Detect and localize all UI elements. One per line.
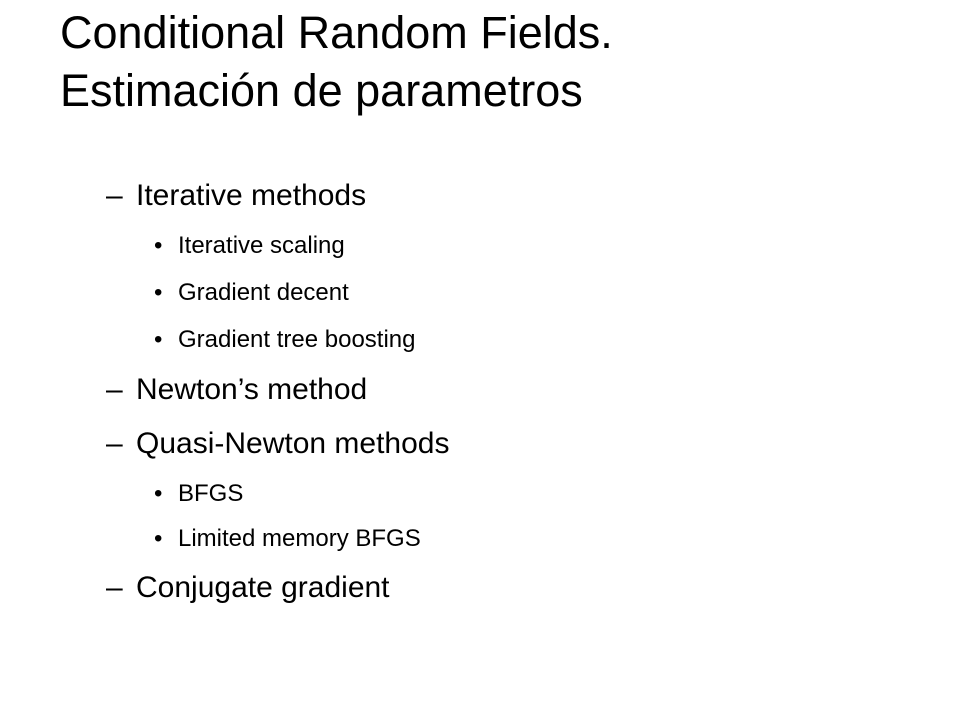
bullet-text: Gradient decent bbox=[178, 279, 349, 306]
bullet-dot-marker: • bbox=[154, 525, 163, 552]
bullet-level1-iterative-methods: –Iterative methods bbox=[106, 178, 366, 214]
bullet-text: Iterative methods bbox=[136, 179, 367, 212]
bullet-text: Iterative scaling bbox=[178, 232, 345, 259]
bullet-text: Limited memory BFGS bbox=[178, 525, 421, 552]
slide-title-line-1: Conditional Random Fields. bbox=[60, 7, 613, 58]
bullet-text: BFGS bbox=[178, 480, 244, 507]
bullet-text: Conjugate gradient bbox=[136, 571, 390, 604]
bullet-level1-conjugate-gradient: –Conjugate gradient bbox=[106, 570, 390, 606]
bullet-level2-limited-memory-bfgs: • Limited memory BFGS bbox=[154, 524, 421, 554]
bullet-level2-iterative-scaling: • Iterative scaling bbox=[154, 231, 345, 261]
slide-title-line-2: Estimación de parametros bbox=[60, 65, 583, 116]
bullet-level2-gradient-decent: • Gradient decent bbox=[154, 278, 349, 308]
bullet-dot-marker: • bbox=[154, 232, 163, 259]
bullet-dot-marker: • bbox=[154, 480, 163, 507]
bullet-dot-marker: • bbox=[154, 279, 163, 306]
bullet-text: Gradient tree boosting bbox=[178, 326, 416, 353]
dash-marker: – bbox=[106, 373, 123, 406]
bullet-text: Quasi-Newton methods bbox=[136, 427, 450, 460]
bullet-text: Newton’s method bbox=[136, 373, 368, 406]
bullet-level1-newtons-method: –Newton’s method bbox=[106, 372, 367, 408]
dash-marker: – bbox=[106, 427, 123, 460]
dash-marker: – bbox=[106, 571, 123, 604]
bullet-level2-gradient-tree-boosting: • Gradient tree boosting bbox=[154, 325, 415, 355]
bullet-level1-quasi-newton-methods: –Quasi-Newton methods bbox=[106, 426, 449, 462]
bullet-dot-marker: • bbox=[154, 326, 163, 353]
dash-marker: – bbox=[106, 179, 123, 212]
slide-title: Conditional Random Fields. Estimación de… bbox=[60, 4, 920, 120]
bullet-level2-bfgs: • BFGS bbox=[154, 479, 243, 509]
